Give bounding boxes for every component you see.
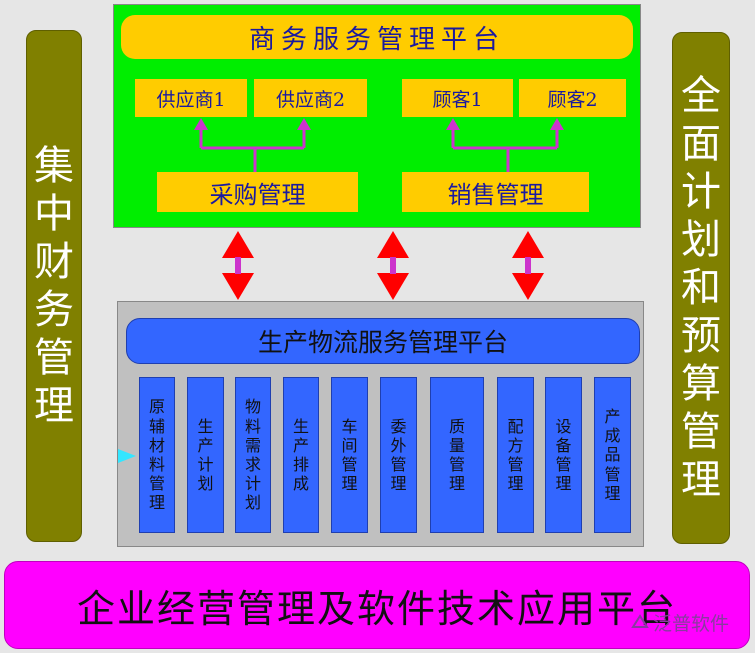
module-char: 备 (555, 435, 572, 455)
module-raw-material: 原辅材料管理 (139, 377, 175, 533)
module-char: 材 (148, 435, 165, 455)
arrow-up-supplier-2 (297, 118, 311, 130)
module-char: 理 (507, 474, 524, 494)
module-char: 委 (390, 416, 407, 436)
module-char: 成 (604, 426, 621, 446)
business-platform-title: 商务服务管理平台 (121, 15, 633, 59)
left-pillar-finance: 集中财务管理 (26, 30, 82, 542)
module-char: 配 (507, 416, 524, 436)
module-char: 理 (148, 493, 165, 513)
module-finished-goods: 产成品管理 (594, 377, 631, 533)
module-char: 生 (197, 416, 214, 436)
pillar-char: 划 (681, 217, 721, 263)
pillar-char: 计 (681, 169, 721, 215)
module-char: 理 (448, 474, 465, 494)
pillar-char: 集 (34, 143, 74, 189)
module-quality: 质量管理 (430, 377, 484, 533)
module-char: 管 (604, 464, 621, 484)
watermark-logo-icon (631, 613, 649, 631)
module-char: 产 (197, 435, 214, 455)
module-char: 间 (341, 435, 358, 455)
module-char: 管 (148, 474, 165, 494)
module-char: 理 (555, 474, 572, 494)
module-char: 物 (244, 397, 261, 417)
module-char: 管 (448, 455, 465, 474)
watermark-text: 泛普软件 (653, 612, 730, 635)
right-pillar-budget: 全面计划和预算管理 (672, 32, 730, 544)
double-arrow-right (512, 231, 544, 300)
module-equipment: 设备管理 (545, 377, 582, 533)
module-char: 需 (244, 435, 261, 455)
module-outsourcing: 委外管理 (380, 377, 417, 533)
purchase-management-box: 采购管理 (157, 172, 358, 212)
module-char: 产 (604, 407, 621, 427)
module-char: 生 (292, 416, 309, 436)
sales-management-box: 销售管理 (402, 172, 589, 212)
pillar-char: 管 (681, 409, 721, 455)
module-char: 料 (244, 416, 261, 436)
purchase-connector (199, 128, 306, 172)
module-char: 排 (292, 455, 309, 474)
pillar-char: 和 (681, 265, 721, 311)
module-char: 方 (507, 435, 524, 455)
module-char: 产 (292, 435, 309, 455)
arrow-up-supplier-1 (194, 118, 208, 130)
module-char: 管 (341, 455, 358, 474)
module-char: 车 (341, 416, 358, 436)
supplier-2-box: 供应商2 (254, 79, 367, 117)
customer-1-box: 顾客1 (402, 79, 513, 117)
module-char: 划 (197, 474, 214, 494)
module-char: 计 (244, 474, 261, 494)
customer-2-box: 顾客2 (519, 79, 626, 117)
module-char: 管 (390, 455, 407, 474)
sales-connector (451, 128, 559, 172)
module-char: 计 (197, 455, 214, 474)
module-char: 管 (507, 455, 524, 474)
enterprise-platform-bar: 企业经营管理及软件技术应用平台 (4, 561, 750, 649)
pillar-char: 预 (681, 313, 721, 359)
module-char: 划 (244, 493, 261, 513)
module-char: 外 (390, 435, 407, 455)
pillar-char: 务 (34, 287, 74, 333)
arrow-up-customer-2 (550, 118, 564, 130)
module-char: 原 (148, 397, 165, 417)
supplier-1-box: 供应商1 (135, 79, 247, 117)
module-mrp: 物料需求计划 (235, 377, 271, 533)
module-char: 质 (448, 416, 465, 436)
module-char: 量 (448, 435, 465, 455)
module-production-scheduling: 生产排成 (283, 377, 319, 533)
pillar-char: 理 (34, 383, 74, 429)
module-char: 理 (390, 474, 407, 494)
module-production-plan: 生产计划 (187, 377, 224, 533)
pillar-char: 理 (681, 457, 721, 503)
double-arrow-left (222, 231, 254, 300)
pillar-char: 全 (681, 73, 721, 119)
cyan-marker-icon (118, 449, 136, 463)
pillar-char: 财 (34, 239, 74, 285)
module-char: 料 (148, 455, 165, 474)
module-workshop: 车间管理 (331, 377, 368, 533)
pillar-char: 管 (34, 335, 74, 381)
module-formula: 配方管理 (497, 377, 534, 533)
module-char: 理 (604, 483, 621, 503)
arrow-up-customer-1 (446, 118, 460, 130)
module-char: 辅 (148, 416, 165, 436)
module-char: 品 (604, 445, 621, 465)
watermark: 泛普软件 (631, 607, 729, 637)
module-char: 理 (341, 474, 358, 494)
module-char: 设 (555, 416, 572, 436)
pillar-char: 面 (681, 121, 721, 167)
double-arrow-center (377, 231, 409, 300)
module-char: 求 (244, 455, 261, 474)
production-platform-title: 生产物流服务管理平台 (126, 318, 640, 364)
pillar-char: 算 (681, 361, 721, 407)
pillar-char: 中 (34, 191, 74, 237)
module-char: 管 (555, 455, 572, 474)
module-char: 成 (292, 474, 309, 494)
